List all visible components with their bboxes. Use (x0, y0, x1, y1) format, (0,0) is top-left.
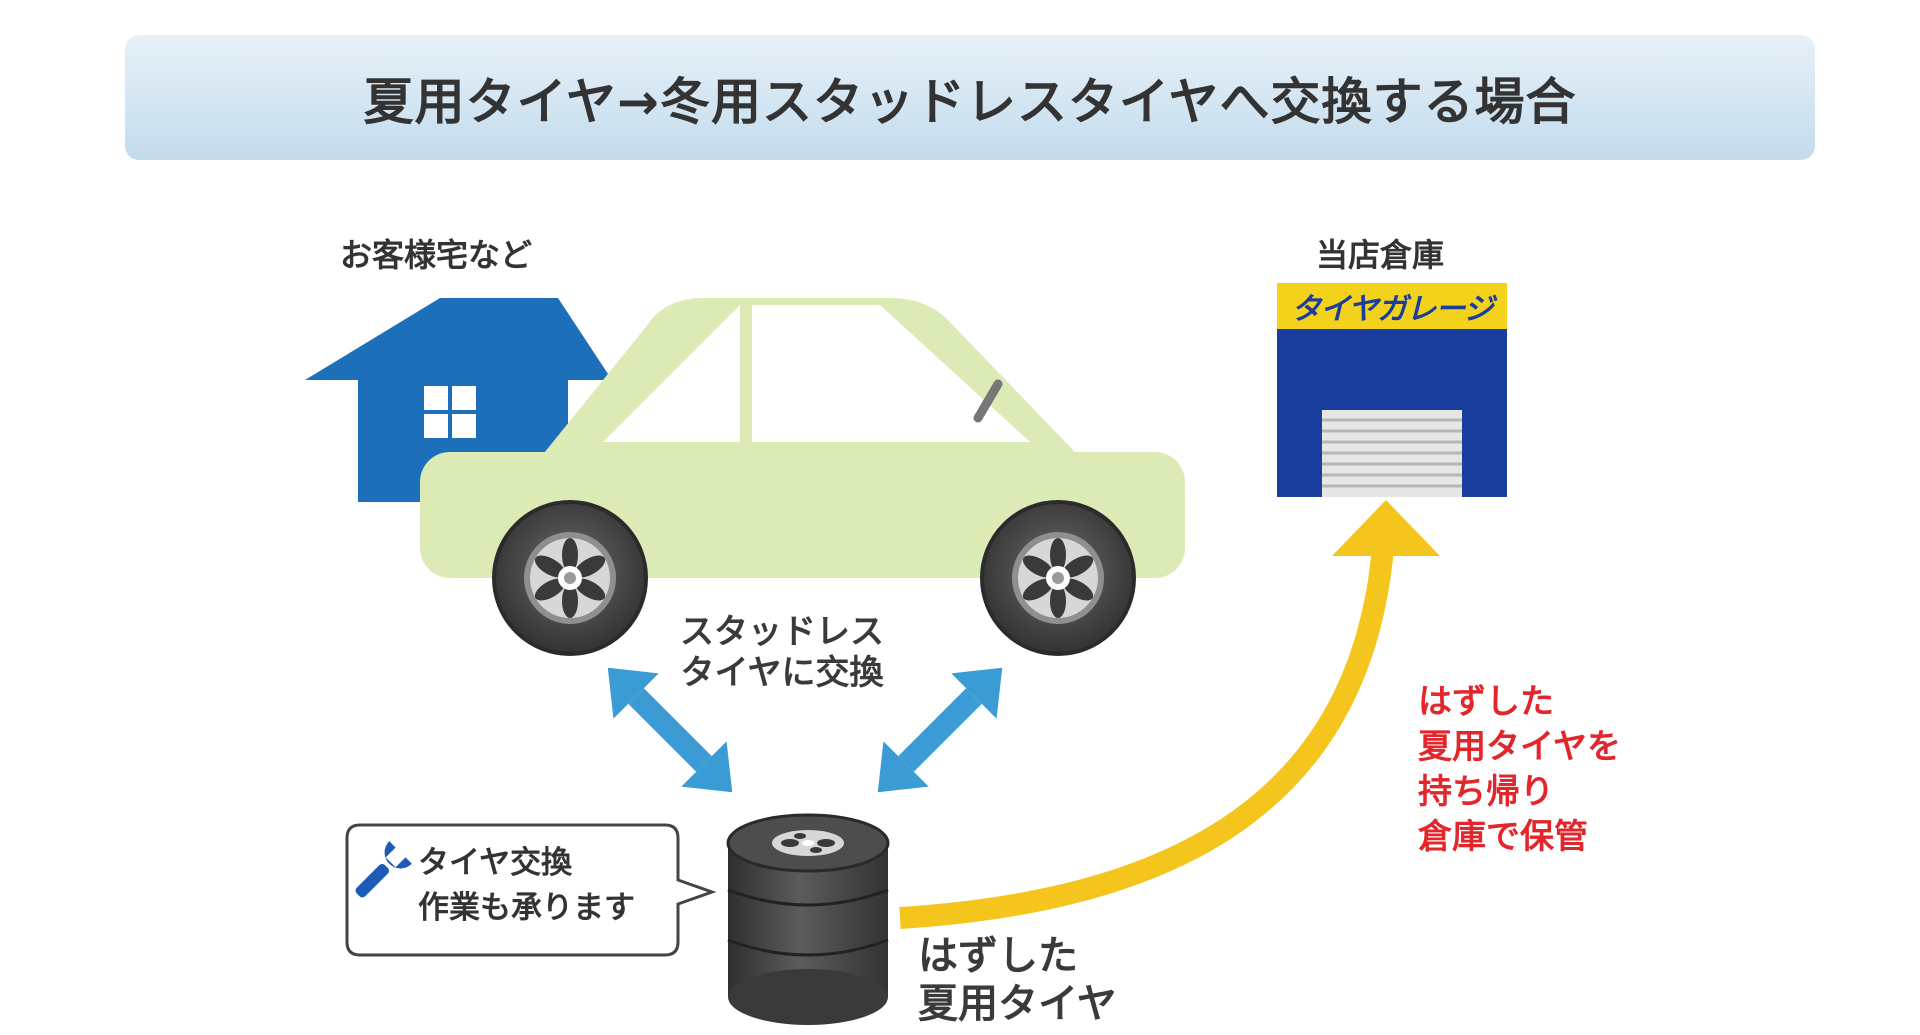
store-label: 当店倉庫 (1316, 236, 1445, 274)
car-icon (420, 298, 1185, 656)
exchange-arrows (607, 667, 1003, 793)
storage-note-line2: 夏用タイヤを (1418, 726, 1621, 767)
wrench-icon (355, 841, 412, 898)
storage-note: はずした 夏用タイヤを 持ち帰り 倉庫で保管 (1418, 680, 1621, 860)
garage-icon (1277, 329, 1507, 497)
removed-tires-line2: 夏用タイヤ (918, 981, 1117, 1027)
storage-note-line1: はずした (1418, 682, 1554, 722)
exchange-label-line2: タイヤに交換 (680, 653, 884, 694)
exchange-label: スタッドレス タイヤに交換 (680, 612, 884, 695)
home-label: お客様宅など (340, 236, 533, 274)
speech-bubble (345, 823, 717, 957)
tire-stack-icon (726, 813, 890, 1025)
exchange-arrow-right-icon (877, 667, 1003, 793)
exchange-arrow-left-icon (607, 667, 733, 793)
removed-tires-line1: はずした (918, 933, 1078, 979)
storage-note-line4: 倉庫で保管 (1418, 816, 1588, 857)
storage-arrow (899, 500, 1440, 929)
bubble-line1: タイヤ交換 (418, 845, 573, 881)
store-logo-text: タイヤガレージ (1291, 292, 1493, 327)
diagram-title: 夏用タイヤ→冬用スタッドレスタイヤへ交換する場合 (363, 72, 1577, 131)
title-banner: 夏用タイヤ→冬用スタッドレスタイヤへ交換する場合 (125, 35, 1815, 160)
storage-note-line3: 持ち帰り (1418, 771, 1554, 812)
store-logo: タイヤガレージ (1277, 283, 1507, 329)
removed-tires-label: はずした 夏用タイヤ (918, 932, 1117, 1028)
exchange-label-line1: スタッドレス (680, 612, 884, 652)
bubble-line2: 作業も承ります (418, 890, 635, 926)
